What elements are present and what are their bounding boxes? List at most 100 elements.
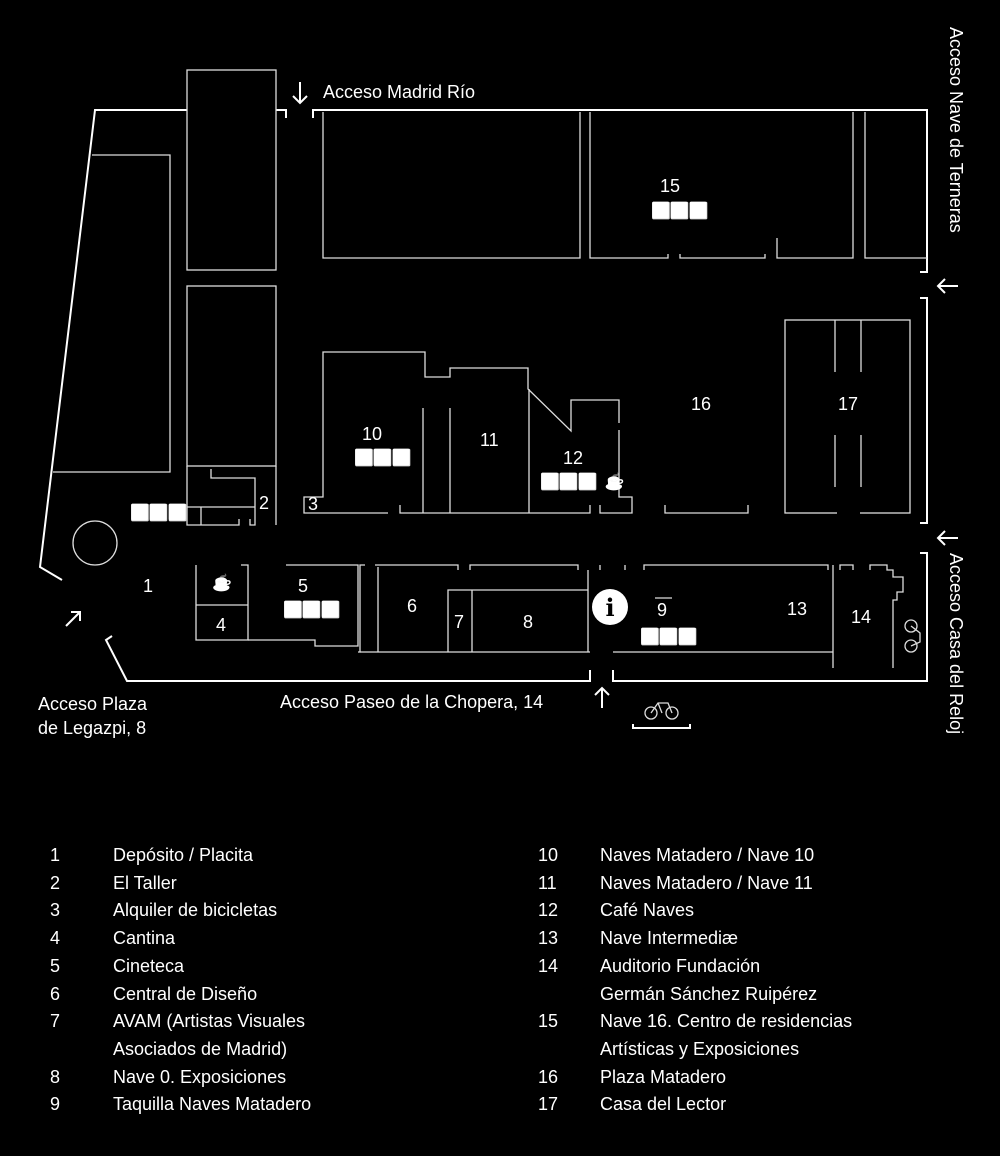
legend-number: 14 <box>538 955 559 976</box>
north-boundary-right <box>312 109 928 273</box>
legend-item: 13 Nave Intermediæ <box>538 925 852 953</box>
south-west-boundary <box>104 635 591 682</box>
building-2-room <box>186 466 240 526</box>
legend-number: 10 <box>538 845 559 865</box>
legend-item: 6 Central de Diseño <box>50 981 311 1009</box>
building-15 <box>589 112 669 259</box>
toilets-icon: 🚺🚹♿ <box>130 505 188 522</box>
legend-number: 7 <box>50 1011 61 1032</box>
north-boundary-left <box>276 109 287 118</box>
toilets-icon: 🚺🚹♿ <box>640 629 698 646</box>
map-label-17: 17 <box>838 394 859 414</box>
legend-number <box>538 981 600 1009</box>
legend-text: Asociados de Madrid) <box>113 1038 288 1059</box>
arrow-left-icon <box>936 278 958 294</box>
arrow-down-icon <box>292 82 308 105</box>
legend-number: 15 <box>538 1011 559 1032</box>
site-map: i <box>38 69 958 729</box>
arrow-up-icon <box>594 686 610 708</box>
legend-text: Taquilla Naves Matadero <box>113 1094 312 1115</box>
legend-text: Alquiler de bicicletas <box>113 900 278 921</box>
map-label-2: 2 <box>259 493 270 513</box>
legend-number: 8 <box>50 1066 61 1087</box>
legend-item: 10 Naves Matadero / Nave 10 <box>538 842 852 870</box>
deposito-round <box>72 520 118 566</box>
building-6 <box>358 564 365 653</box>
building-6-top <box>375 564 459 570</box>
legend-item: 16 Plaza Matadero <box>538 1064 852 1092</box>
legend-text: Artísticas y Exposiciones <box>600 1038 800 1059</box>
map-label-15: 15 <box>660 176 681 196</box>
legend-number: 6 <box>50 983 61 1004</box>
legend-number: 17 <box>538 1094 559 1115</box>
legend-number: 5 <box>50 955 61 976</box>
plaza-16-edge <box>664 505 749 514</box>
legend-number <box>50 1036 113 1064</box>
building-2-inner <box>210 469 256 526</box>
south-east-boundary <box>612 552 928 682</box>
legend-item: 17 Casa del Lector <box>538 1091 852 1119</box>
bicycle-icon <box>644 702 679 720</box>
legend-number <box>538 1036 600 1064</box>
building-5 <box>248 564 359 647</box>
legend-number: 11 <box>538 872 557 893</box>
access-nave-terneras: Acceso Nave de Terneras <box>946 27 966 233</box>
legend-text: Casa del Lector <box>600 1094 727 1115</box>
legend-item: Germán Sánchez Ruipérez <box>538 981 852 1009</box>
legend-number: 1 <box>50 845 61 865</box>
legend-text: Cantina <box>113 928 176 949</box>
map-label-5: 5 <box>298 576 309 596</box>
legend-text: Nave 0. Exposiciones <box>113 1066 287 1087</box>
legend-number: 2 <box>50 872 61 893</box>
access-chopera: Acceso Paseo de la Chopera, 14 <box>280 692 544 712</box>
arrow-up-right-icon <box>65 611 81 627</box>
access-legazpi-line1: Acceso Plaza <box>38 694 148 714</box>
legend-text: Germán Sánchez Ruipérez <box>600 983 818 1004</box>
building-10-bottom <box>399 505 591 514</box>
map-label-14: 14 <box>851 607 872 627</box>
map-label-9: 9 <box>657 600 668 620</box>
legend-text: Central de Diseño <box>113 983 258 1004</box>
legend-text: Nave Intermediæ <box>600 928 739 949</box>
legend-number: 12 <box>538 900 559 921</box>
map-label-16: 16 <box>691 394 712 414</box>
map-label-12: 12 <box>563 448 584 468</box>
legend-number: 4 <box>50 928 61 949</box>
building-north-east <box>864 112 927 259</box>
info-point-icon[interactable] <box>592 589 628 625</box>
legend-number: 16 <box>538 1066 559 1087</box>
access-legazpi: Acceso Plaza de Legazpi, 8 <box>38 692 147 740</box>
legend-text: Naves Matadero / Nave 10 <box>600 845 815 865</box>
access-legazpi-line2: de Legazpi, 8 <box>38 718 147 738</box>
legend-number: 13 <box>538 928 559 949</box>
legend-item: Asociados de Madrid) <box>50 1036 311 1064</box>
legend-text: Plaza Matadero <box>600 1066 727 1087</box>
map-label-6: 6 <box>407 596 418 616</box>
building-7-8 <box>447 589 588 652</box>
building-north-west <box>186 69 277 271</box>
legend-item: 1 Depósito / Placita <box>50 842 311 870</box>
legend-item: Artísticas y Exposiciones <box>538 1036 852 1064</box>
access-casa-reloj: Acceso Casa del Reloj <box>946 553 966 735</box>
legend-text: AVAM (Artistas Visuales <box>113 1011 306 1032</box>
map-label-7: 7 <box>454 612 465 632</box>
toilets-icon: 🚺🚹♿ <box>651 203 709 220</box>
building-15-c <box>776 112 854 259</box>
building-north-a <box>322 112 581 259</box>
arrow-left-icon <box>936 530 958 546</box>
legend-item: 7 AVAM (Artistas Visuales <box>50 1008 311 1036</box>
access-madrid-rio: Acceso Madrid Río <box>323 82 476 102</box>
legend-text: Depósito / Placita <box>113 845 254 865</box>
info-glyph: i <box>605 593 614 622</box>
map-label-1: 1 <box>143 576 154 596</box>
map-label-10: 10 <box>362 424 383 444</box>
cafe-icon: ☕ <box>604 474 625 491</box>
legend-item: 8 Nave 0. Exposiciones <box>50 1064 311 1092</box>
